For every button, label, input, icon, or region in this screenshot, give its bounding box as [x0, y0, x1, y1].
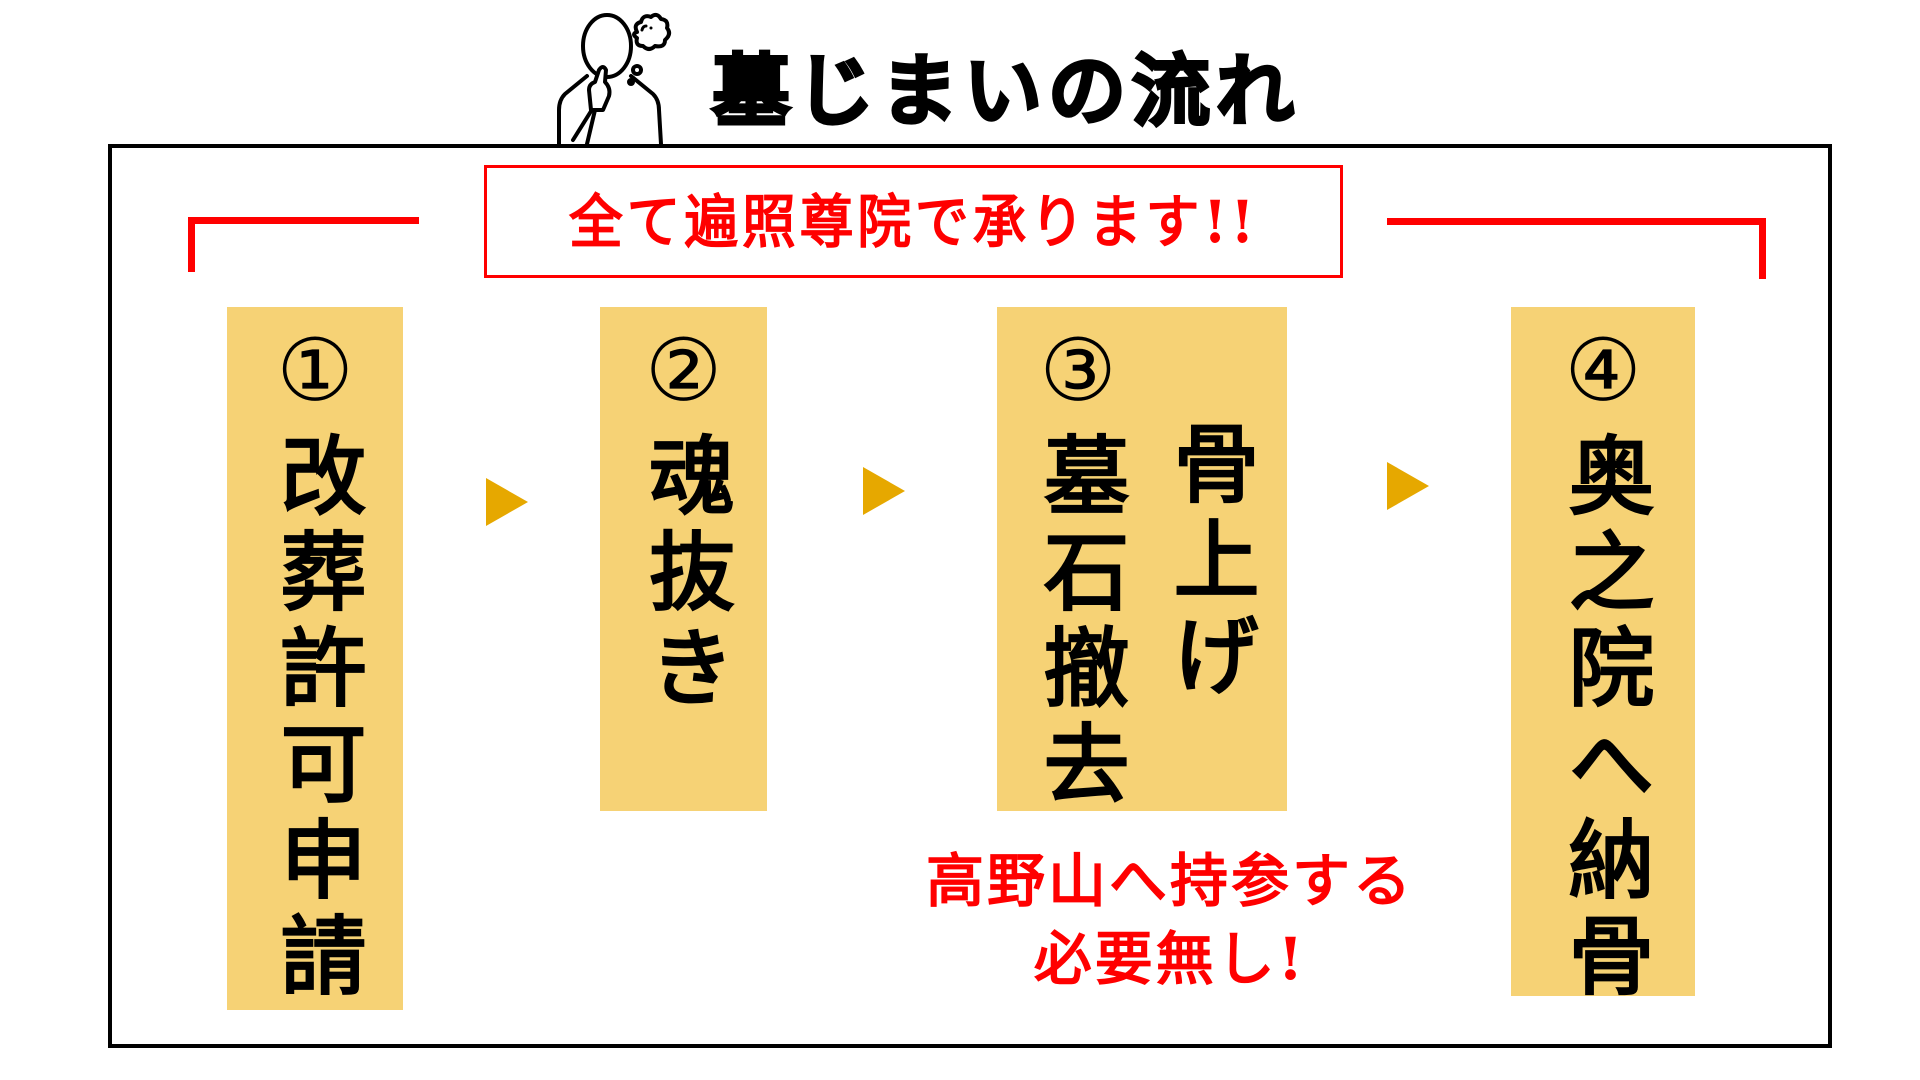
thinking-person-icon: [557, 12, 672, 146]
service-banner: 全て遍照尊院で承ります!!: [484, 165, 1343, 278]
bracket-left-vertical: [188, 217, 195, 272]
step-1-label: 改葬許可申請: [265, 431, 366, 1007]
step-2-number: ②: [633, 321, 734, 431]
step-3-text-primary: ③墓石撤去: [1028, 321, 1129, 815]
step-4-card: ④奥之院へ納骨: [1511, 307, 1695, 1007]
bracket-right-vertical: [1759, 218, 1766, 279]
bracket-left-horizontal: [188, 217, 419, 224]
arrow-right-icon: [486, 478, 528, 526]
note-line-2: 必要無し!: [1033, 925, 1307, 993]
step-4-text: ④奥之院へ納骨: [1553, 321, 1654, 1007]
step-3-text-secondary: 骨上げ: [1158, 419, 1259, 707]
note-text: 高野山へ持参する 必要無し!: [880, 842, 1460, 998]
step-1-number: ①: [265, 321, 365, 431]
page-title: 墓じまいの流れ: [710, 46, 1301, 139]
step-3-label-secondary: 骨上げ: [1158, 419, 1259, 707]
step-2-text: ②魂抜き: [634, 321, 735, 719]
step-4-number: ④: [1553, 321, 1653, 431]
step-1-text: ①改葬許可申請: [265, 321, 366, 1007]
step-3-label-primary: 墓石撤去: [1028, 431, 1129, 815]
note-line-1: 高野山へ持参する: [925, 847, 1414, 915]
bracket-right-horizontal: [1387, 218, 1766, 225]
step-3-card: ③墓石撤去 骨上げ: [997, 307, 1287, 815]
arrow-right-icon: [1387, 462, 1429, 510]
step-3-number: ③: [1028, 321, 1128, 431]
step-2-label: 魂抜き: [633, 431, 735, 719]
step-4-label: 奥之院へ納骨: [1553, 431, 1654, 1007]
step-1-card: ①改葬許可申請: [227, 307, 403, 1010]
arrow-right-icon: [863, 467, 905, 515]
step-2-card: ②魂抜き: [600, 307, 767, 811]
banner-text: 全て遍照尊院で承ります!!: [568, 187, 1259, 256]
